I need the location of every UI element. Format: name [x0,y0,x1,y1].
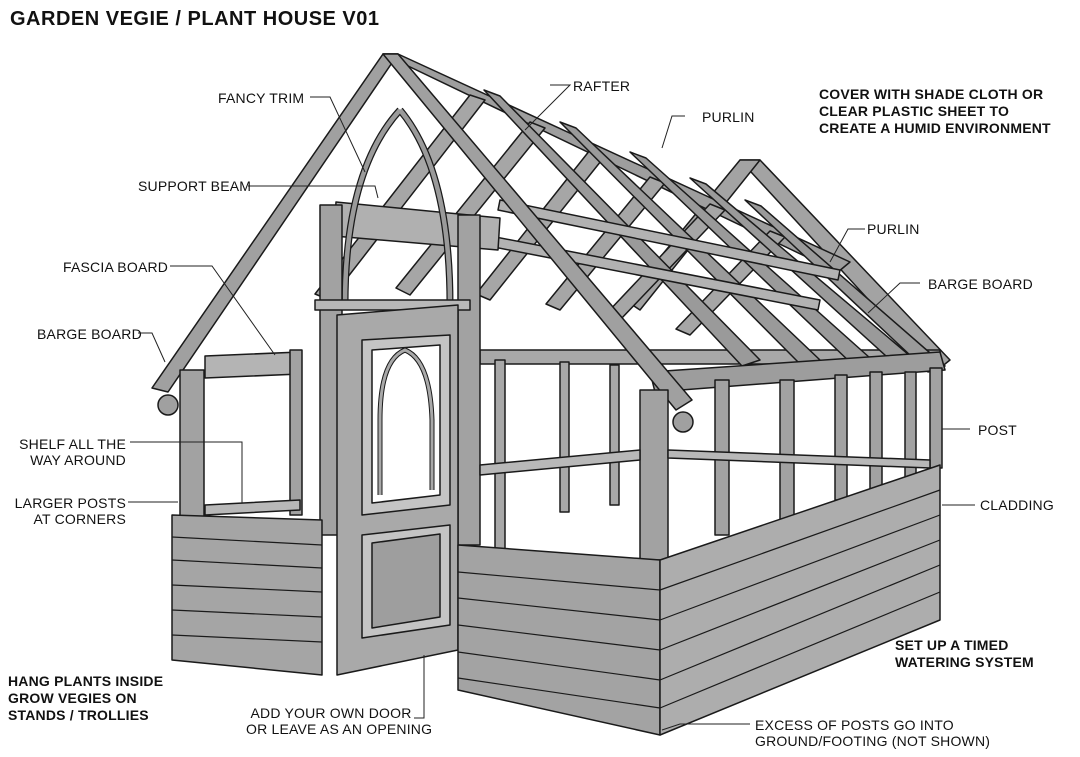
note-hang-plants: HANG PLANTS INSIDE GROW VEGIES ON STANDS… [8,673,163,724]
label-rafter: RAFTER [573,78,631,94]
note-water-line2: WATERING SYSTEM [895,654,1034,670]
leader-lines [128,84,975,731]
note-water-line1: SET UP A TIMED [895,637,1009,653]
note-cover: COVER WITH SHADE CLOTH OR CLEAR PLASTIC … [819,86,1051,137]
label-shelf: SHELF ALL THE WAY AROUND [10,436,126,468]
label-excess-line2: GROUND/FOOTING (NOT SHOWN) [755,733,991,749]
cladding-left [171,514,323,676]
label-shelf-line2: WAY AROUND [30,452,126,468]
diagram-title: GARDEN VEGIE / PLANT HOUSE V01 [10,8,380,30]
cladding-front [457,544,661,736]
label-larger-posts-line2: AT CORNERS [33,511,126,527]
label-barge-board-right: BARGE BOARD [928,276,1033,292]
note-cover-line1: COVER WITH SHADE CLOTH OR [819,86,1044,102]
label-shelf-line1: SHELF ALL THE [19,436,126,452]
label-purlin-top: PURLIN [702,109,755,125]
note-hang-line3: STANDS / TROLLIES [8,707,149,723]
label-larger-posts-line1: LARGER POSTS [14,495,126,511]
label-door-line1: ADD YOUR OWN DOOR [250,705,412,721]
door [336,304,459,676]
label-door: ADD YOUR OWN DOOR OR LEAVE AS AN OPENING [246,705,433,737]
cladding-side [659,464,941,736]
front-gable [151,53,694,433]
label-excess-posts: EXCESS OF POSTS GO INTO GROUND/FOOTING (… [755,717,990,749]
label-fancy-trim: FANCY TRIM [218,90,305,106]
label-support-beam: SUPPORT BEAM [138,178,252,194]
label-fascia-board: FASCIA BOARD [63,259,169,275]
note-cover-line2: CLEAR PLASTIC SHEET TO [819,103,1010,119]
label-barge-board-left: BARGE BOARD [37,326,142,342]
label-larger-posts: LARGER POSTS AT CORNERS [10,495,126,527]
label-post: POST [978,422,1017,438]
fascia-board [204,351,301,379]
label-excess-line1: EXCESS OF POSTS GO INTO [755,717,954,733]
note-hang-line1: HANG PLANTS INSIDE [8,673,164,689]
note-cover-line3: CREATE A HUMID ENVIRONMENT [819,120,1051,136]
note-watering: SET UP A TIMED WATERING SYSTEM [895,637,1034,671]
label-cladding: CLADDING [980,497,1054,513]
note-hang-line2: GROW VEGIES ON [8,690,137,706]
label-purlin-mid: PURLIN [867,221,920,237]
label-door-line2: OR LEAVE AS AN OPENING [246,721,433,737]
